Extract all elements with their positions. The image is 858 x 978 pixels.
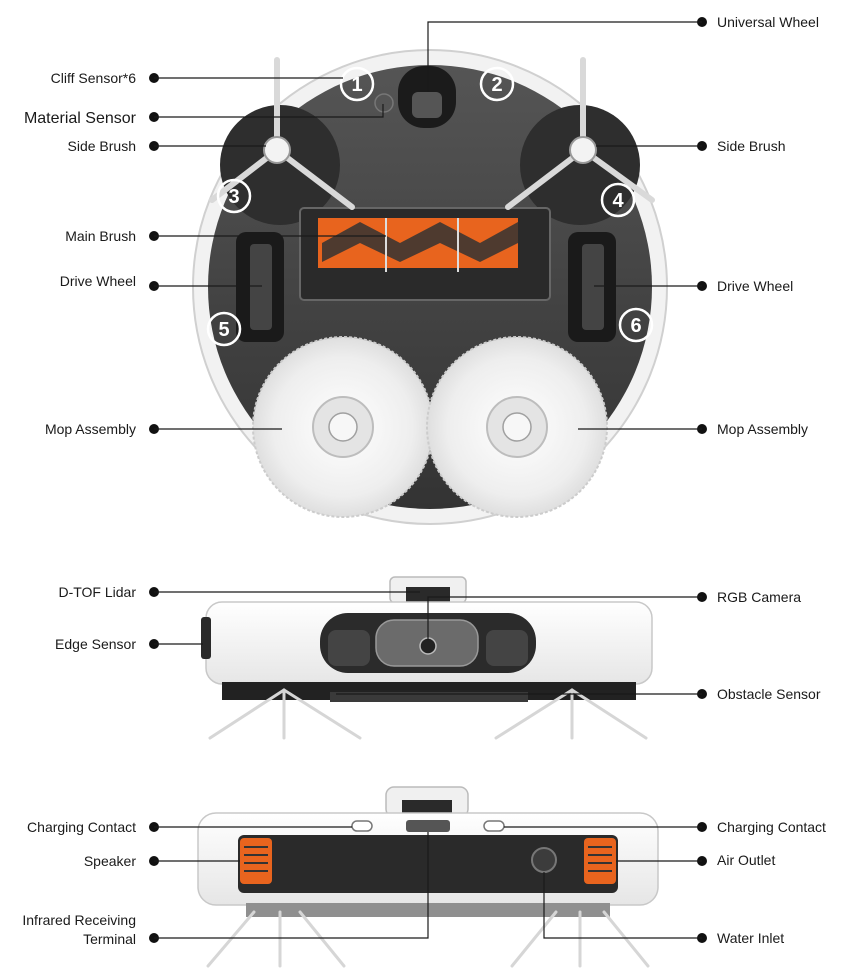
infrared-terminal	[406, 820, 450, 832]
label-material-sensor: Material Sensor	[24, 110, 137, 127]
label-water-inlet: Water Inlet	[717, 930, 784, 946]
front-view: D-TOF Lidar Edge Sensor RGB Camera Obsta…	[55, 576, 821, 740]
water-inlet-port	[531, 847, 557, 873]
label-air-outlet: Air Outlet	[717, 852, 775, 868]
cliff-sensor-4: 4	[600, 182, 636, 218]
label-cliff-sensor: Cliff Sensor*6	[51, 70, 137, 86]
label-universal-wheel: Universal Wheel	[717, 14, 819, 30]
sensor-number: 2	[491, 74, 502, 96]
right-drive-wheel	[568, 232, 616, 342]
speaker-grille	[240, 838, 272, 884]
right-brush-bay	[520, 105, 640, 225]
universal-wheel	[398, 66, 456, 128]
label-infrared-line2: Terminal	[83, 931, 136, 947]
cliff-sensor-1: 1	[339, 66, 375, 102]
charging-contact-left	[351, 820, 373, 832]
rgb-camera-lens	[419, 637, 437, 655]
air-outlet-grille	[584, 838, 616, 884]
label-charging-contact-left: Charging Contact	[27, 819, 136, 835]
main-brush	[299, 207, 551, 301]
right-side-brush-hub	[569, 136, 597, 164]
left-drive-wheel	[236, 232, 284, 342]
label-mop-assembly-right: Mop Assembly	[717, 421, 808, 437]
sensor-number: 6	[630, 315, 641, 337]
rear-view: Charging Contact Speaker Infrared Receiv…	[22, 786, 826, 968]
sensor-number: 1	[351, 74, 362, 96]
label-mop-assembly-left: Mop Assembly	[45, 421, 136, 437]
label-speaker: Speaker	[84, 853, 136, 869]
label-side-brush-right: Side Brush	[717, 138, 785, 154]
label-rgb-camera: RGB Camera	[717, 589, 801, 605]
right-side-brush	[505, 57, 655, 210]
sensor-number: 3	[228, 186, 239, 208]
sensor-number: 4	[612, 190, 624, 212]
right-mop-assembly	[426, 336, 608, 518]
label-charging-contact-right: Charging Contact	[717, 819, 826, 835]
cliff-sensor-5: 5	[206, 311, 242, 347]
left-side-brush-hub	[263, 136, 291, 164]
label-infrared-line1: Infrared Receiving	[22, 912, 136, 928]
label-edge-sensor: Edge Sensor	[55, 636, 136, 652]
label-obstacle-sensor: Obstacle Sensor	[717, 686, 821, 702]
left-mop-assembly	[252, 336, 434, 518]
label-drive-wheel-left: Drive Wheel	[60, 273, 136, 289]
charging-contact-right	[483, 820, 505, 832]
label-dtof-lidar: D-TOF Lidar	[58, 584, 136, 600]
label-main-brush: Main Brush	[65, 228, 136, 244]
material-sensor	[374, 93, 394, 113]
label-drive-wheel-right: Drive Wheel	[717, 278, 793, 294]
bottom-view: 1 2 3 4 5 6 Cliff Sensor*6 Material Sens…	[24, 14, 819, 525]
cliff-sensor-6: 6	[618, 307, 654, 343]
edge-sensor	[201, 617, 211, 659]
cliff-sensor-2: 2	[479, 66, 515, 102]
label-side-brush-left: Side Brush	[68, 138, 136, 154]
cliff-sensor-3: 3	[216, 178, 252, 214]
sensor-number: 5	[218, 319, 229, 341]
